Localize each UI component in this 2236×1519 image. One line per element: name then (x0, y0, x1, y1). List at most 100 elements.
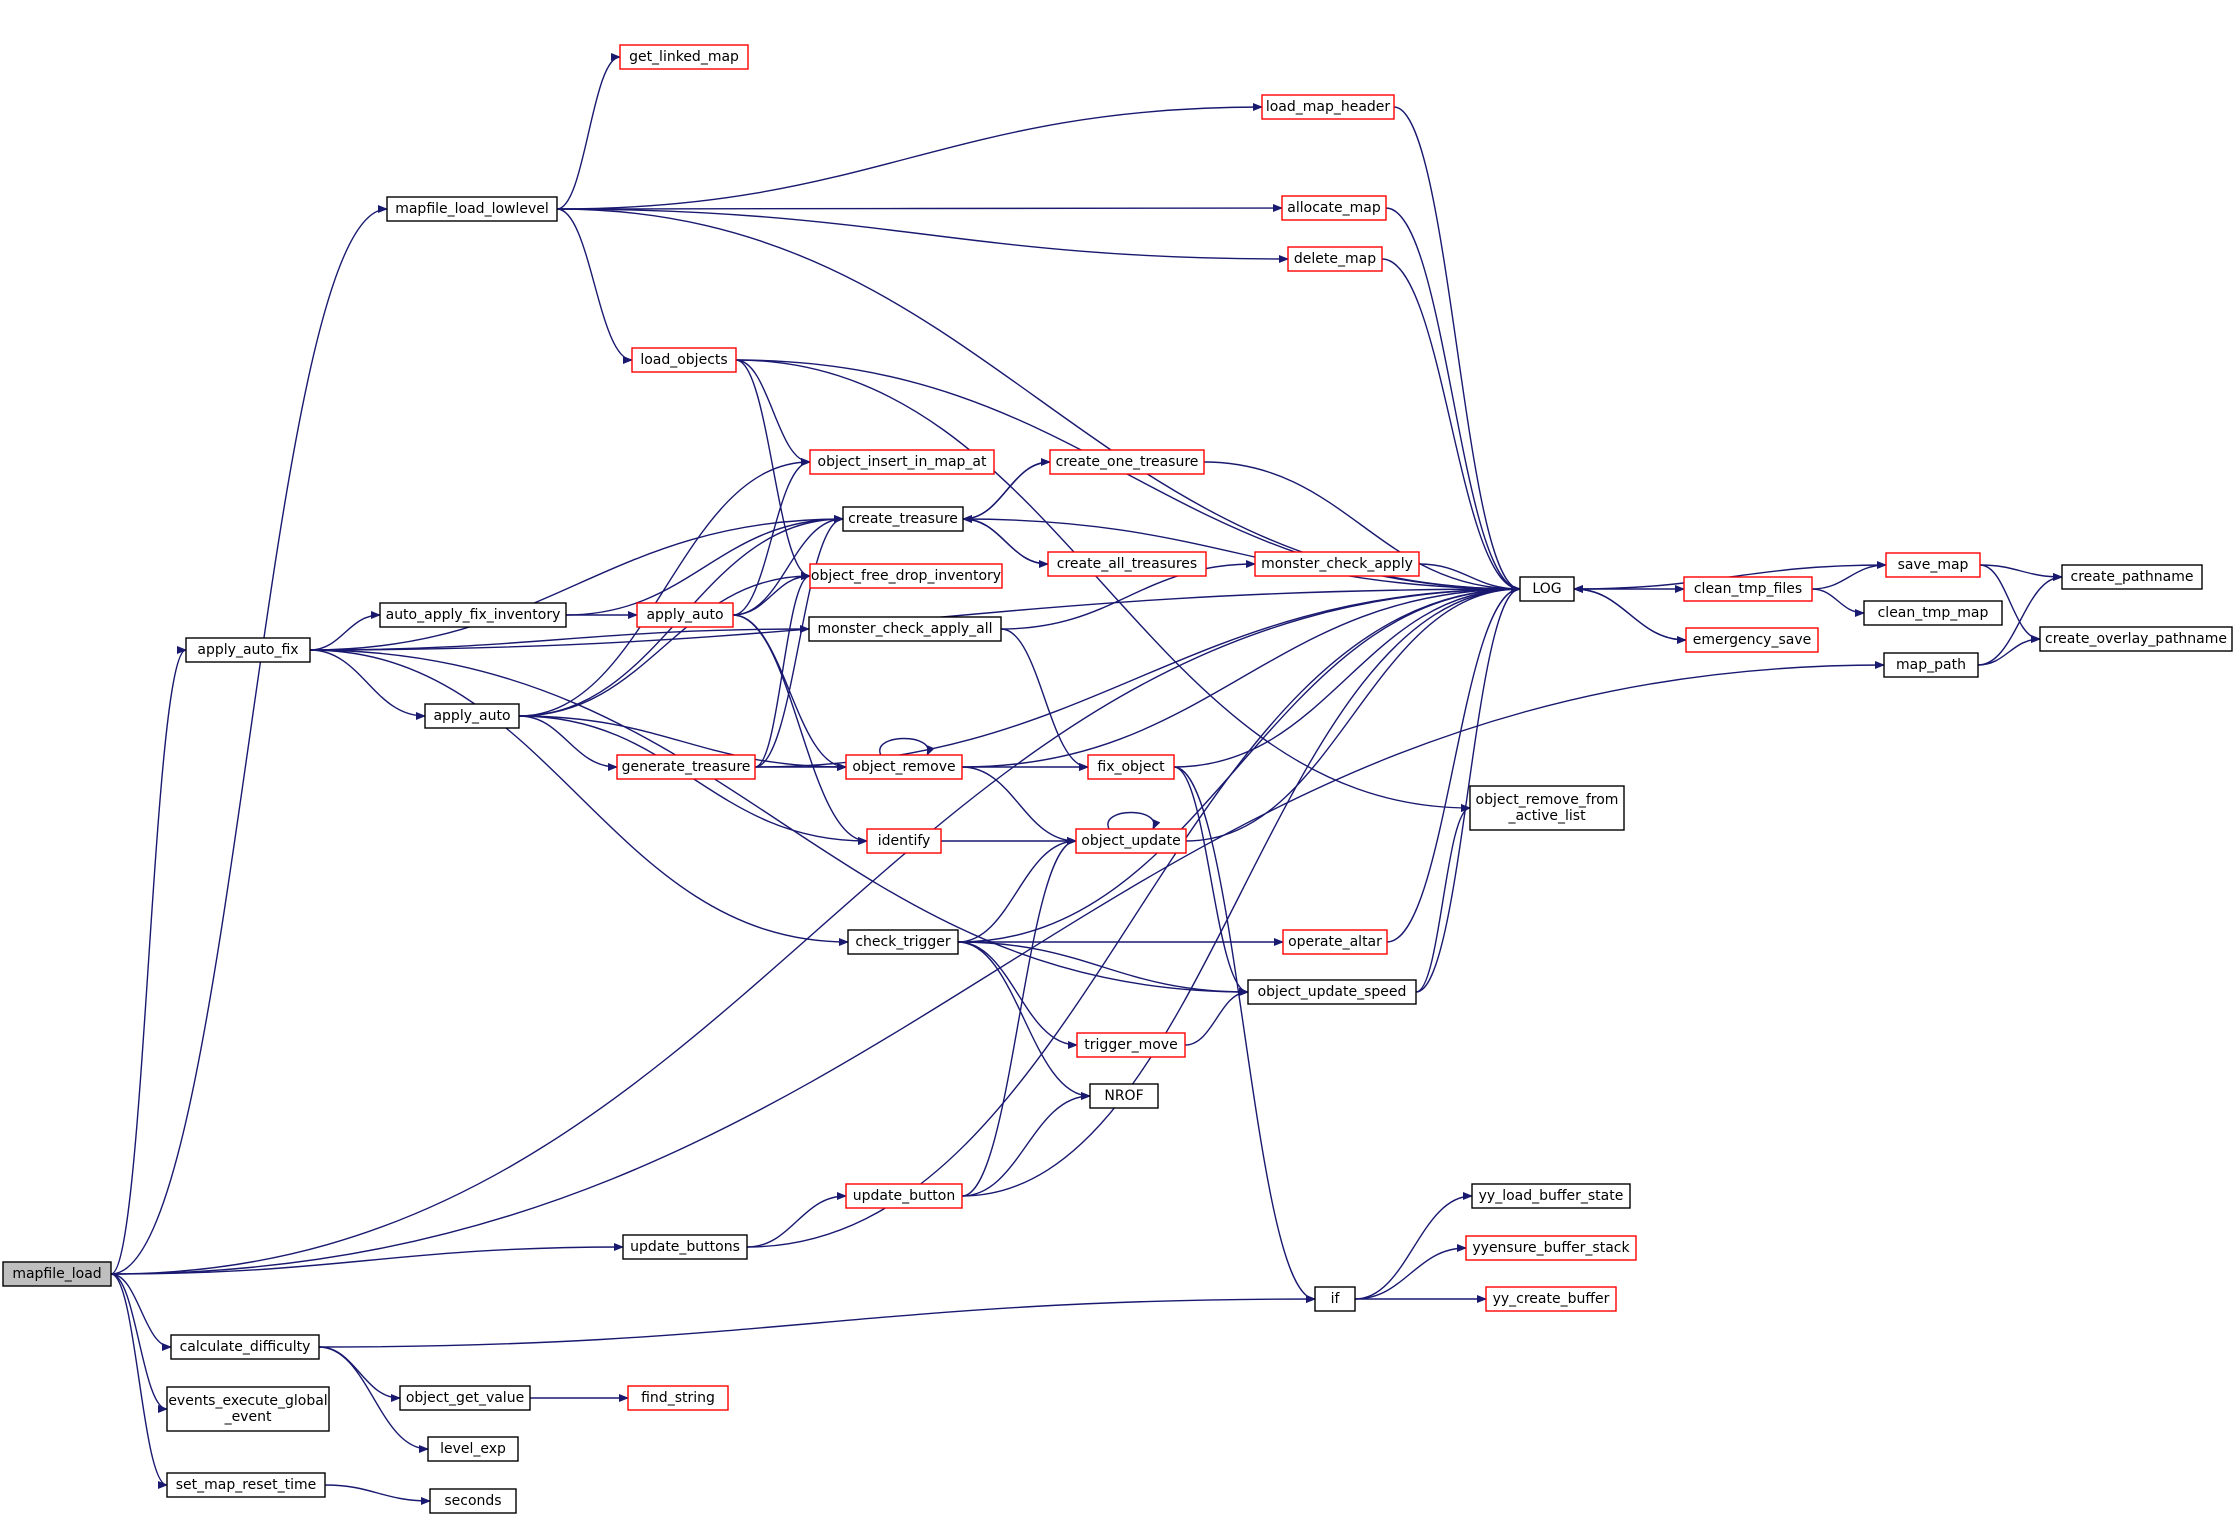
node-object-remove[interactable]: object_remove (845, 754, 963, 780)
node-delete-map[interactable]: delete_map (1287, 246, 1383, 272)
edge-monster_check_apply-to-LOG (1418, 563, 1521, 593)
node-apply-auto-fix[interactable]: apply_auto_fix (185, 637, 311, 663)
node-mapfile-load-lowlevel[interactable]: mapfile_load_lowlevel (386, 196, 558, 222)
edge-apply_auto_r-to-object_free_drop_inventory (732, 572, 811, 616)
node-box (1049, 449, 1205, 475)
node-label: emergency_save (1693, 632, 1812, 648)
node-label: yy_load_buffer_state (1479, 1188, 1624, 1204)
node-label: create_overlay_pathname (2045, 631, 2227, 647)
node-box (1281, 195, 1387, 221)
node-label: create_all_treasures (1057, 556, 1197, 572)
node-object-remove-from-active-list[interactable]: object_remove_from_active_list (1469, 785, 1625, 831)
edge-update_buttons-to-LOG (746, 585, 1521, 1248)
node-level-exp[interactable]: level_exp (427, 1436, 519, 1462)
node-auto-apply-fix-inventory[interactable]: auto_apply_fix_inventory (379, 602, 567, 628)
edge-update_button-to-object_update (961, 837, 1077, 1197)
node-yyensure-buffer-stack[interactable]: yyensure_buffer_stack (1465, 1235, 1637, 1261)
node-box (1282, 929, 1388, 955)
node-LOG[interactable]: LOG (1519, 576, 1575, 602)
edge-fix_object-to-LOG (1173, 585, 1521, 768)
node-object-update-speed[interactable]: object_update_speed (1247, 979, 1417, 1005)
node-seconds[interactable]: seconds (429, 1488, 517, 1514)
node-label: monster_check_apply_all (817, 621, 992, 637)
node-box (1075, 828, 1187, 854)
node-box (619, 44, 749, 70)
node-object-get-value[interactable]: object_get_value (399, 1385, 531, 1411)
node-monster-check-apply-all[interactable]: monster_check_apply_all (808, 616, 1002, 642)
node-update-buttons[interactable]: update_buttons (622, 1234, 748, 1260)
node-load-map-header[interactable]: load_map_header (1261, 94, 1395, 120)
node-object-free-drop-inventory[interactable]: object_free_drop_inventory (809, 563, 1003, 589)
node-label: create_treasure (848, 511, 958, 527)
edge-mapfile_load-to-LOG (110, 585, 1521, 1275)
node-find-string[interactable]: find_string (627, 1385, 729, 1411)
node-get-linked-map[interactable]: get_linked_map (619, 44, 749, 70)
edge-mapfile_load-to-set_map_reset_time (110, 1273, 168, 1489)
node-set-map-reset-time[interactable]: set_map_reset_time (166, 1472, 326, 1498)
edge-object_remove-to-LOG (961, 585, 1521, 768)
edge-load_objects-to-object_free_drop_inventory (735, 359, 811, 580)
edge-apply_auto_fix-to-create_treasure (309, 515, 844, 651)
edge-check_trigger-to-object_update_speed (957, 941, 1249, 996)
node-operate-altar[interactable]: operate_altar (1282, 929, 1388, 955)
node-box (627, 1385, 729, 1411)
node-object-insert-in-map-at[interactable]: object_insert_in_map_at (809, 449, 995, 475)
node-emergency-save[interactable]: emergency_save (1685, 627, 1819, 653)
node-clean-tmp-files[interactable]: clean_tmp_files (1683, 576, 1813, 602)
node-label: identify (878, 833, 931, 849)
node-fix-object[interactable]: fix_object (1087, 754, 1175, 780)
node-calculate-difficulty[interactable]: calculate_difficulty (170, 1334, 320, 1360)
node-label: level_exp (440, 1441, 506, 1457)
node-update-button[interactable]: update_button (845, 1183, 963, 1209)
node-box (845, 754, 963, 780)
edge-operate_altar-to-LOG (1386, 585, 1521, 943)
edge-generate_treasure-to-object_free_drop_inventory (754, 572, 811, 768)
node-apply-auto[interactable]: apply_auto (424, 703, 520, 729)
edge-mapfile_load-to-calculate_difficulty (110, 1273, 172, 1351)
node-identify[interactable]: identify (866, 828, 942, 854)
node-yy-load-buffer-state[interactable]: yy_load_buffer_state (1471, 1183, 1631, 1209)
edge-delete_map-to-LOG (1381, 258, 1521, 593)
node-box (166, 1472, 326, 1498)
node-create-treasure[interactable]: create_treasure (842, 506, 964, 532)
node-create-overlay-pathname[interactable]: create_overlay_pathname (2039, 626, 2233, 652)
node-save-map[interactable]: save_map (1885, 552, 1981, 578)
edge-create_one_treasure-to-create_treasure (962, 461, 1051, 523)
node-monster-check-apply[interactable]: monster_check_apply (1254, 551, 1420, 577)
node-box (166, 1386, 330, 1432)
edge-apply_auto-to-object_free_drop_inventory (518, 572, 811, 717)
node-apply-auto-r[interactable]: apply_auto (636, 602, 734, 628)
node-check-trigger[interactable]: check_trigger (847, 929, 959, 955)
node-trigger-move[interactable]: trigger_move (1076, 1032, 1186, 1058)
node-create-all-treasures[interactable]: create_all_treasures (1047, 551, 1207, 577)
node-map-path[interactable]: map_path (1883, 652, 1979, 678)
node-label: calculate_difficulty (180, 1339, 311, 1355)
node-clean-tmp-map[interactable]: clean_tmp_map (1863, 600, 2003, 626)
node-label: clean_tmp_files (1694, 581, 1802, 597)
node-NROF[interactable]: NROF (1089, 1083, 1159, 1109)
node-label: mapfile_load_lowlevel (395, 201, 549, 217)
node-events-execute-global-event[interactable]: events_execute_global_event (166, 1386, 330, 1432)
node-label: object_insert_in_map_at (818, 454, 988, 470)
node-label: object_get_value (406, 1390, 524, 1406)
edge-calculate_difficulty-to-if (318, 1295, 1316, 1348)
node-if[interactable]: if (1314, 1286, 1356, 1312)
node-yy-create-buffer[interactable]: yy_create_buffer (1485, 1286, 1617, 1312)
node-mapfile-load[interactable]: mapfile_load (2, 1261, 112, 1287)
node-label: save_map (1898, 557, 1969, 573)
node-create-pathname[interactable]: create_pathname (2061, 564, 2203, 590)
node-load-objects[interactable]: load_objects (631, 347, 737, 373)
edge-if-to-yy_load_buffer_state (1354, 1192, 1473, 1300)
node-box (809, 449, 995, 475)
node-label: create_one_treasure (1056, 454, 1199, 470)
node-box (379, 602, 567, 628)
edge-apply_auto_fix-to-monster_check_apply_all (309, 625, 810, 651)
node-create-one-treasure[interactable]: create_one_treasure (1049, 449, 1205, 475)
node-allocate-map[interactable]: allocate_map (1281, 195, 1387, 221)
node-label: object_free_drop_inventory (811, 568, 1001, 584)
node-label: delete_map (1294, 251, 1376, 267)
edge-mapfile_load-to-mapfile_load_lowlevel (110, 205, 388, 1275)
node-object-update[interactable]: object_update (1075, 828, 1187, 854)
node-box (1863, 600, 2003, 626)
node-generate-treasure[interactable]: generate_treasure (616, 754, 756, 780)
